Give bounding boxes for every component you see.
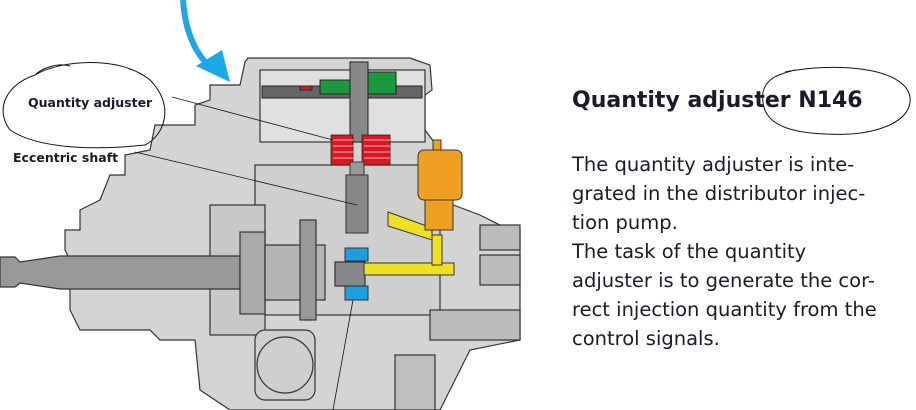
- injection-pump-diagram: [0, 0, 521, 410]
- pump-housing: [64, 57, 521, 410]
- text-line: The task of the quantity: [572, 240, 807, 263]
- leader-line-bottom: [332, 299, 354, 410]
- eccentric-shaft: [344, 161, 369, 301]
- description-text: The quantity adjuster is inte- grated in…: [572, 150, 912, 353]
- text-line: The quantity adjuster is inte-: [572, 153, 855, 176]
- text-line: adjuster is to generate the cor-: [572, 269, 875, 292]
- pointer-arrow: [180, 0, 230, 82]
- shut-off-valve: [417, 139, 463, 231]
- section-title: Quantity adjuster N146: [572, 88, 863, 113]
- text-line: tion pump.: [572, 211, 678, 234]
- quantity-adjuster-coil: [330, 134, 391, 166]
- drive-shaft: [0, 219, 366, 321]
- label-quantity-adjuster: Quantity adjuster: [28, 95, 153, 110]
- fuel-passage: [363, 211, 455, 276]
- text-line: grated in the distributor injec-: [572, 182, 866, 205]
- text-line: rect injection quantity from the: [572, 298, 877, 321]
- leader-line-quantity-adjuster: [171, 96, 334, 141]
- label-eccentric-shaft: Eccentric shaft: [13, 150, 119, 165]
- title-annotation-ellipse: [762, 66, 911, 135]
- annotation-ellipse: [2, 62, 166, 149]
- text-line: control signals.: [572, 327, 720, 350]
- leader-line-eccentric-shaft: [134, 151, 358, 206]
- electronics-module: [261, 61, 423, 143]
